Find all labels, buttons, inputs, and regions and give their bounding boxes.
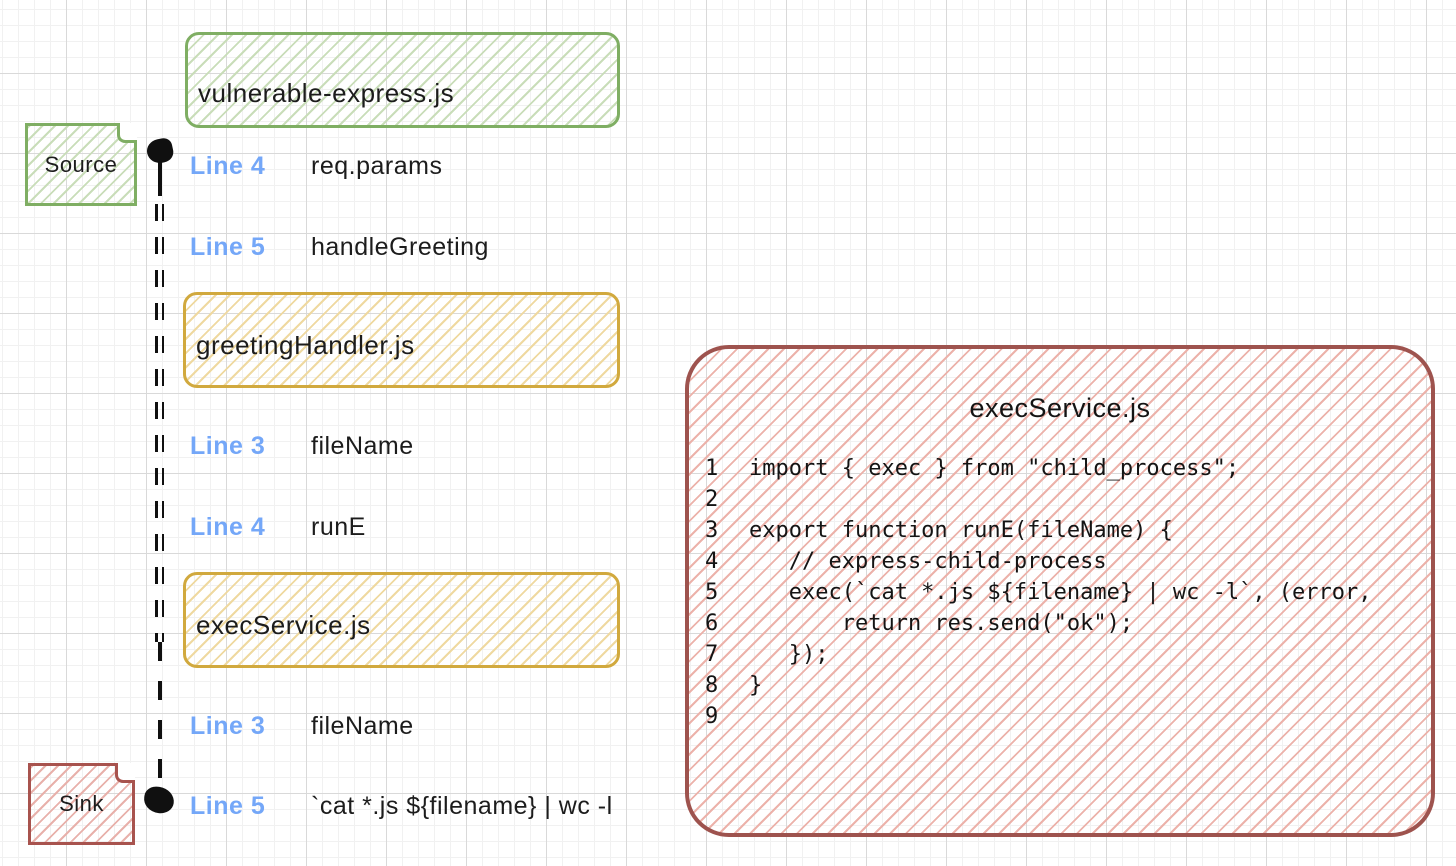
file-node-label: execService.js [196, 610, 371, 640]
step-line-number: Line 3 [190, 711, 266, 740]
step-line-number: Line 3 [190, 431, 266, 460]
code-line: 5 exec(`cat *.js ${filename} | wc -l`, (… [705, 577, 1429, 608]
code-line-number: 8 [705, 673, 719, 698]
code-line: 8} [705, 670, 1429, 701]
step-token: runE [311, 512, 366, 541]
step-token: fileName [311, 431, 414, 460]
source-note[interactable]: Source [25, 123, 137, 206]
trace-line-stem [158, 160, 162, 196]
file-node-vulnerable-express[interactable]: vulnerable-express.js [185, 32, 620, 128]
code-line-number: 7 [705, 642, 719, 667]
code-line-number: 9 [705, 704, 719, 729]
code-line: 3 export function runE(fileName) { [705, 515, 1429, 546]
sticky-fold-corner [117, 123, 137, 143]
step-token: fileName [311, 711, 414, 740]
code-line: 2 [705, 484, 1429, 515]
sticky-fold-corner [115, 763, 135, 783]
code-line-number: 4 [705, 549, 719, 574]
code-line-number: 3 [705, 518, 719, 543]
source-note-label: Source [44, 151, 118, 177]
trace-dashed-line-lower[interactable] [158, 642, 162, 790]
code-line-source: export function runE(fileName) { [749, 518, 1173, 543]
step-line-number: Line 5 [190, 232, 266, 261]
trace-dashed-line-upper[interactable] [155, 204, 164, 642]
code-panel-exec-service[interactable]: execService.js 1 import { exec } from "ch… [685, 345, 1435, 837]
code-line: 9 [705, 701, 1429, 732]
code-line-number: 2 [705, 487, 719, 512]
file-node-greeting-handler[interactable]: greetingHandler.js [183, 292, 620, 388]
code-line-source: }); [749, 642, 829, 667]
code-line-source: return res.send("ok"); [749, 611, 1134, 636]
code-lines: 1 import { exec } from "child_process"; 2… [705, 453, 1429, 732]
code-line: 6 return res.send("ok"); [705, 608, 1429, 639]
step-token: handleGreeting [311, 232, 489, 261]
step-line-number: Line 4 [190, 151, 266, 180]
trace-end-marker-icon[interactable] [142, 785, 176, 815]
code-line-number: 1 [705, 456, 719, 481]
file-node-label: greetingHandler.js [196, 330, 415, 360]
step-token: `cat *.js ${filename} | wc -l [311, 791, 613, 820]
sink-note[interactable]: Sink [28, 763, 135, 845]
code-line: 1 import { exec } from "child_process"; [705, 453, 1429, 484]
file-node-exec-service[interactable]: execService.js [183, 572, 620, 668]
step-line-number: Line 4 [190, 512, 266, 541]
sink-note-label: Sink [59, 791, 104, 816]
code-line-source: exec(`cat *.js ${filename} | wc -l`, (er… [749, 580, 1372, 605]
file-node-label: vulnerable-express.js [198, 78, 455, 108]
step-token: req.params [311, 151, 443, 180]
code-line-source: // express-child-process [749, 549, 1107, 574]
code-line: 7 }); [705, 639, 1429, 670]
code-line-number: 5 [705, 580, 719, 605]
code-line-number: 6 [705, 611, 719, 636]
code-line-source: import { exec } from "child_process"; [749, 456, 1240, 481]
code-line: 4 // express-child-process [705, 546, 1429, 577]
code-panel-title: execService.js [969, 393, 1151, 423]
step-line-number: Line 5 [190, 791, 266, 820]
code-line-source: } [749, 673, 763, 698]
